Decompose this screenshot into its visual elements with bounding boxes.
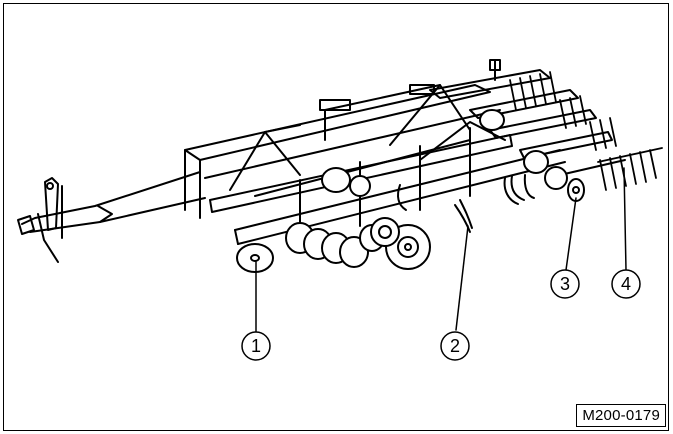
rear-frame (429, 59, 626, 176)
callout-4-label: 4 (621, 274, 631, 294)
leader-lines (255, 167, 627, 333)
callout-1: 1 (241, 331, 271, 361)
callout-1-label: 1 (251, 336, 261, 356)
callout-2: 2 (440, 331, 470, 361)
callout-3: 3 (550, 269, 580, 299)
disc-gang (236, 109, 585, 273)
transport-wheels (370, 217, 431, 270)
callout-4: 4 (611, 269, 641, 299)
chisel-shanks (397, 174, 535, 233)
harrow-tines (509, 71, 663, 191)
callout-2-label: 2 (450, 336, 460, 356)
main-frame (184, 84, 566, 245)
illustration-frame (3, 3, 669, 431)
callout-3-label: 3 (560, 274, 570, 294)
hitch-assembly (17, 171, 206, 263)
figure-code-label: M200-0179 (576, 404, 666, 427)
